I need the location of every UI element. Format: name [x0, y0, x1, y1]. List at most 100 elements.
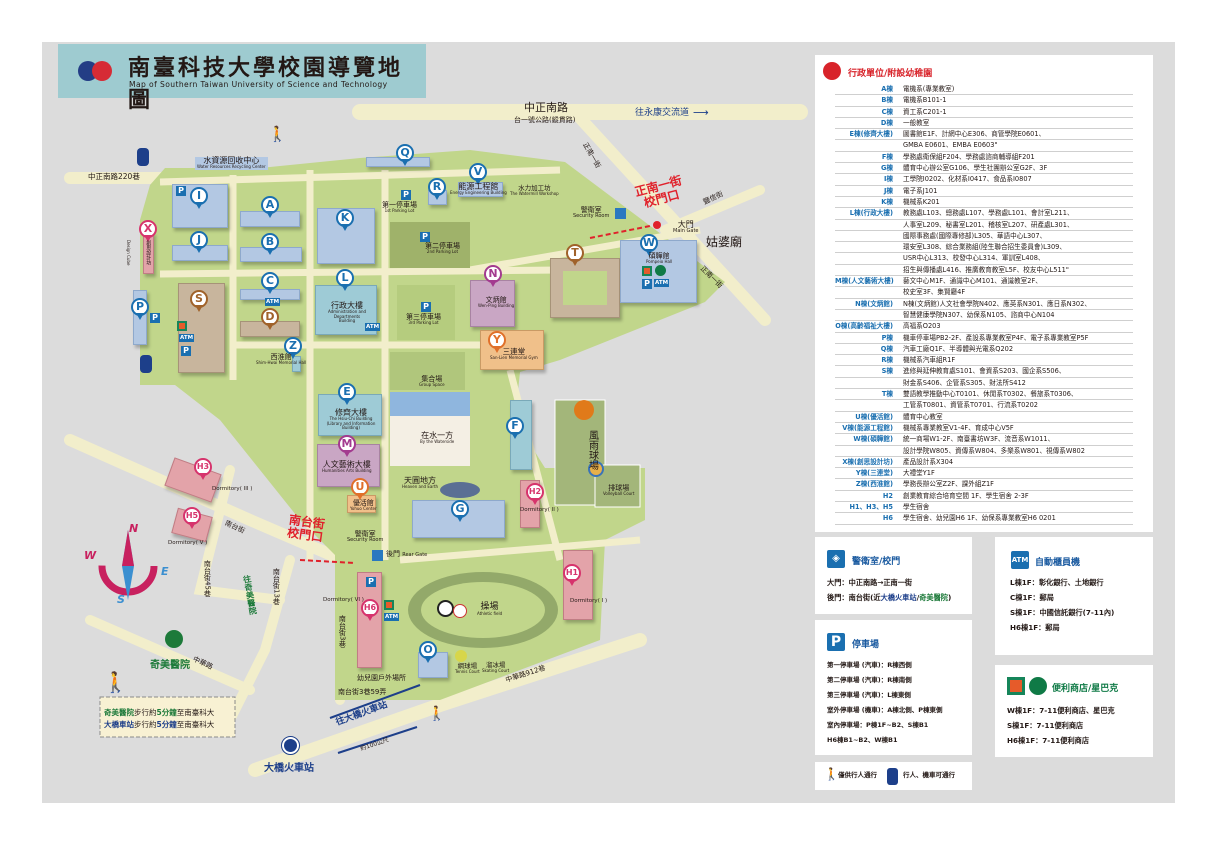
legend-building-key: X棟(創思設計坊) [842, 457, 893, 466]
label-text: Water Resources Recycling Center [197, 164, 266, 170]
pin-g[interactable]: G [451, 500, 469, 522]
pin-t[interactable]: T [566, 244, 584, 266]
building-h6[interactable] [357, 572, 382, 668]
pin-m[interactable]: M [338, 435, 356, 457]
legend-building-units: 機械系K201 [903, 197, 940, 206]
main-gate-dot [653, 221, 661, 229]
atm-line: L棟1F：彰化銀行、土地銀行 [1010, 578, 1104, 587]
legend-building-units: 電子系J101 [903, 186, 938, 195]
pin-e[interactable]: E [338, 383, 356, 405]
pin-z[interactable]: Z [284, 337, 302, 359]
security-icon [615, 208, 626, 219]
distance-label: 約100公尺 [359, 736, 390, 753]
pin-h3[interactable]: H3 [194, 458, 212, 480]
pin-i[interactable]: I [190, 187, 208, 209]
label-text: 人文藝術大樓 [322, 460, 371, 469]
label-text: By the Waterside [420, 439, 455, 445]
map-content: A B C D E F G H1 H2 H3 H5 H6 I J K L M N… [84, 102, 742, 774]
hospital-pin-icon [165, 630, 183, 648]
legend-building-key: Z棟(西淮館) [855, 480, 893, 489]
label-text: Skating Court [482, 667, 510, 673]
pin-k[interactable]: K [336, 209, 354, 231]
legend-row: USR中心L313、校發中心L314、軍訓室L408、 [835, 253, 1133, 265]
road-label-zhonghua912: 中華路912巷 [504, 663, 547, 685]
pin-d[interactable]: D [261, 308, 279, 330]
tennis-ball-icon [455, 650, 467, 662]
pin-b[interactable]: B [261, 233, 279, 255]
pin-y[interactable]: Y [488, 331, 506, 353]
pin-w[interactable]: W [640, 234, 658, 256]
pin-u[interactable]: U [351, 478, 369, 500]
legend-building-key: Y棟(三連堂) [855, 469, 893, 478]
parking-icon: P [176, 186, 186, 196]
label-text: The Watermill Workshop [510, 190, 559, 196]
to-dawan-station-label: 往大橋火車站 [334, 700, 389, 728]
legend-row: G棟體育中心辦公室G106、學生社團辦公室G2F、3F [835, 163, 1133, 175]
building-t[interactable] [550, 258, 620, 318]
pin-h2[interactable]: H2 [526, 483, 544, 505]
road-label-lane220: 中正南路220巷 [88, 172, 140, 181]
legend-building-key: T棟 [881, 390, 893, 399]
building-h3[interactable] [164, 457, 222, 503]
pin-r[interactable]: R [428, 178, 446, 200]
pin-p[interactable]: P [131, 298, 149, 320]
legend-building-key: R棟 [881, 356, 893, 365]
road-label-hwy1: 台一號公路(縱貫路) [514, 116, 576, 124]
pin-v[interactable]: V [469, 163, 487, 185]
label-text: 碩韡館 [648, 252, 670, 260]
legend-building-key: Q棟 [880, 344, 893, 353]
label-text: 至南臺科大 [176, 708, 215, 717]
pin-f[interactable]: F [506, 417, 524, 439]
pin-h1[interactable]: H1 [563, 564, 581, 586]
atm-title: 自動櫃員機 [1035, 558, 1081, 568]
pin-n[interactable]: N [484, 265, 502, 287]
rear-gate-label[interactable]: 後門 Rear Gate [386, 550, 427, 558]
pin-c[interactable]: C [261, 272, 279, 294]
seven-eleven-icon [384, 600, 394, 610]
legend-building-key: F棟 [881, 152, 893, 161]
legend-building-key: H2 [882, 491, 893, 500]
fountain [440, 482, 480, 498]
pin-j[interactable]: J [190, 231, 208, 253]
legend-building-key: B棟 [881, 96, 893, 105]
legend-row: E棟(修齊大樓)圖書館E1F、計網中心E306、商管學院E0601、 [835, 129, 1133, 141]
parking-icon: P [150, 313, 160, 323]
store-line: H6棟1F：7-11便利商店 [1007, 736, 1090, 745]
design-cube-label: 創思設計坊 [145, 240, 152, 265]
pin-h5[interactable]: H5 [183, 507, 201, 529]
pin-l[interactable]: L [336, 269, 354, 291]
parking-icon: P [401, 190, 411, 200]
train-station-pin-icon [281, 736, 300, 755]
building-n[interactable] [470, 280, 515, 327]
pin-x[interactable]: X [139, 220, 157, 242]
pin-o[interactable]: O [419, 641, 437, 663]
legend-row: 人事室L209、秘書室L201、稽核室L207、研產處L301、 [835, 220, 1133, 231]
parking-panel: P 停車場 第一停車場 (汽車)：R棟西側 第二停車場 (汽車)：R棟南側 第三… [815, 620, 972, 755]
road-label-nantai3-59: 南台街3巷59弄 [338, 688, 387, 696]
legend-building-units: 學務處衛保組F204、學務處諮商輔導組F201 [903, 152, 1035, 161]
legend-building-key: P棟 [881, 333, 893, 342]
label-text: 步行約 [134, 720, 157, 729]
pin-h6[interactable]: H6 [361, 599, 379, 621]
pin-s[interactable]: S [190, 290, 208, 312]
dorm-6-label: Dormitory( VI ) [323, 597, 364, 603]
legend-building-units: 機械系專業教室V1-4F、育成中心V5F [903, 423, 1014, 432]
legend-building-key: G棟 [880, 164, 893, 173]
motorcycle-icon [887, 768, 898, 785]
parking-icon: P [181, 346, 191, 356]
parking-icon: P [420, 232, 430, 242]
pin-q[interactable]: Q [396, 144, 414, 166]
label-text: 集合場 [421, 375, 443, 383]
pin-a[interactable]: A [261, 196, 279, 218]
label-text: 操場 [480, 602, 499, 612]
legend-row: R棟機械系汽車組R1F [835, 355, 1133, 367]
